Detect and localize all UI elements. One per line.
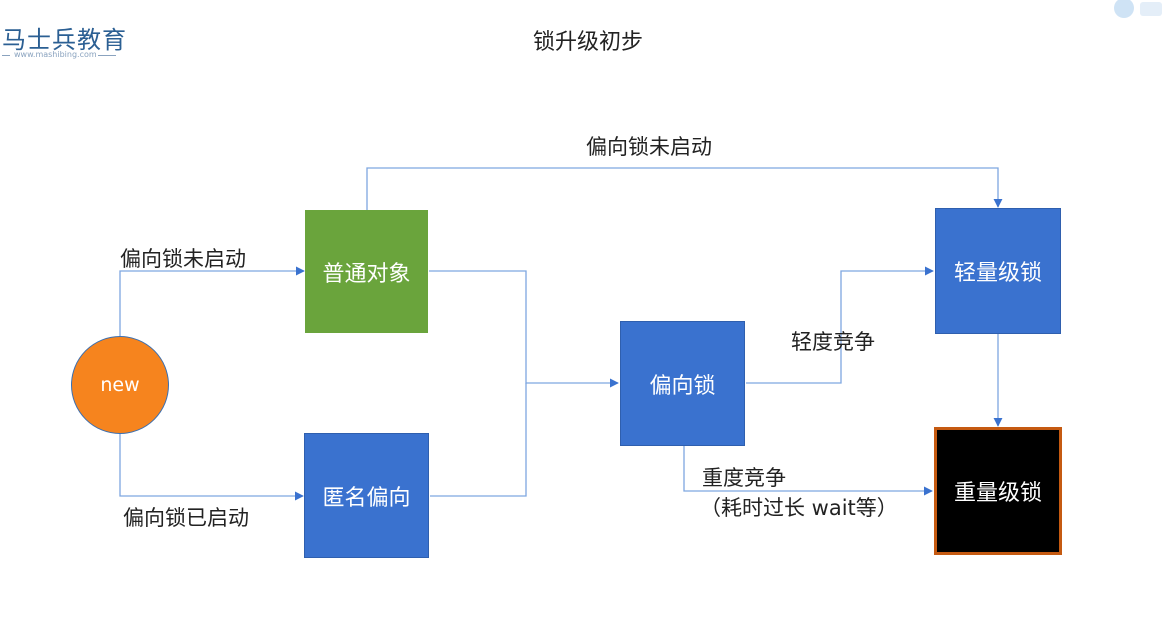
edge-label-light-contention: 轻度竞争 bbox=[791, 330, 875, 354]
node-lightweight-lock: 轻量级锁 bbox=[935, 208, 1061, 334]
node-biased-lock: 偏向锁 bbox=[620, 321, 745, 446]
logo-line-right bbox=[98, 55, 116, 56]
edge-anonymous-to-biased bbox=[430, 383, 527, 497]
edge-biased-to-heavyweight bbox=[683, 446, 933, 496]
edge-label-top-not-started: 偏向锁未启动 bbox=[586, 135, 712, 159]
edge-label-left-started: 偏向锁已启动 bbox=[123, 506, 249, 530]
logo: 马士兵教育 www.mashibing.com bbox=[0, 18, 130, 68]
node-normal-object: 普通对象 bbox=[305, 210, 428, 333]
node-heavyweight-lock: 重量级锁 bbox=[934, 427, 1062, 555]
logo-line-left bbox=[2, 55, 10, 56]
logo-url: www.mashibing.com bbox=[14, 50, 97, 59]
edge-new-to-normal bbox=[119, 266, 305, 336]
edge-new-to-anonymous bbox=[119, 434, 304, 501]
node-new: new bbox=[71, 336, 169, 434]
logo-brand: 马士兵教育 bbox=[2, 26, 127, 54]
watermark-icon bbox=[1028, 0, 1168, 22]
edge-label-left-not-started: 偏向锁未启动 bbox=[120, 247, 246, 271]
edge-normal-to-biased bbox=[429, 270, 619, 388]
edge-label-heavy-contention-note: （耗时过长 wait等） bbox=[700, 496, 898, 520]
edge-biased-to-lightweight bbox=[746, 266, 934, 384]
edge-label-heavy-contention: 重度竞争 bbox=[702, 466, 786, 490]
node-anonymous-biased: 匿名偏向 bbox=[304, 433, 429, 558]
page-title: 锁升级初步 bbox=[532, 30, 643, 55]
edge-normal-to-lightweight bbox=[366, 167, 1003, 210]
